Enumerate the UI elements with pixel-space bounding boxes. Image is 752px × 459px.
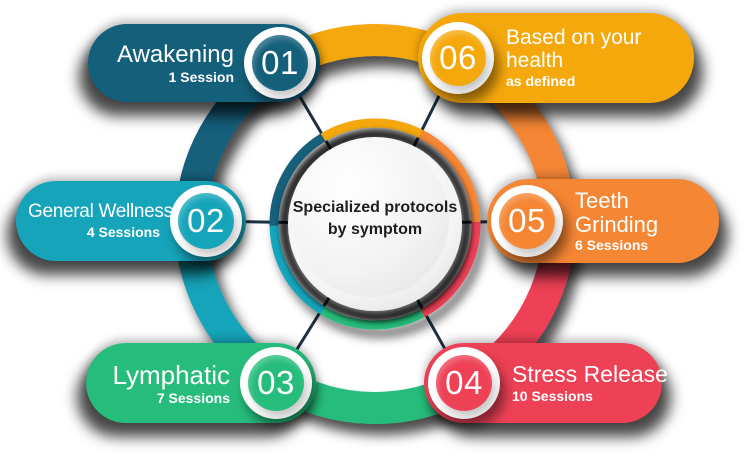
pill-awakening-number-circle: 01 (252, 35, 308, 91)
inner-ring-segment-06 (320, 118, 423, 142)
pill-awakening-subtitle: 1 Session (168, 68, 234, 85)
pill-awakening-text: Awakening 1 Session (88, 40, 244, 85)
pill-stress-release-title: Stress Release (512, 361, 668, 388)
pill-based-on-health-number: 06 (439, 39, 477, 76)
pill-general-wellness-number-circle: 02 (178, 193, 234, 249)
pill-lymphatic-subtitle: 7 Sessions (156, 389, 230, 406)
inner-ring-segment-05 (418, 129, 481, 223)
pill-general-wellness: General Wellness 4 Sessions 02 (16, 181, 246, 261)
pill-based-on-health-subtitle: as defined (506, 73, 576, 90)
pill-teeth-grinding-number-badge: 05 (491, 185, 563, 257)
pill-based-on-health-number-circle: 06 (430, 30, 486, 86)
pill-teeth-grinding-number-circle: 05 (499, 193, 555, 249)
inner-ring-segment-04 (420, 222, 481, 318)
pill-stress-release-text: Stress Release 10 Sessions (500, 361, 668, 405)
pill-teeth-grinding-number: 05 (508, 202, 546, 239)
pill-teeth-grinding: 05 Teeth Grinding 6 Sessions (487, 179, 719, 263)
inner-ring (269, 118, 481, 330)
inner-ring-segment-02 (269, 225, 326, 315)
pill-awakening-title: Awakening (117, 40, 234, 68)
pill-lymphatic-number-badge: 03 (240, 347, 312, 419)
pill-based-on-health-text: Based on your health as defined (494, 25, 694, 90)
pill-lymphatic: Lymphatic 7 Sessions 03 (86, 343, 316, 423)
pill-awakening: Awakening 1 Session 01 (88, 24, 320, 102)
pill-teeth-grinding-text: Teeth Grinding 6 Sessions (563, 189, 719, 253)
inner-ring-segment-03 (320, 306, 425, 330)
pill-stress-release-subtitle: 10 Sessions (512, 388, 593, 405)
center-shadow-ring (280, 130, 472, 322)
pill-stress-release-number-circle: 04 (436, 355, 492, 411)
pill-lymphatic-title: Lymphatic (112, 359, 230, 390)
pill-awakening-number: 01 (261, 44, 299, 81)
pill-stress-release: 04 Stress Release 10 Sessions (424, 343, 668, 423)
pill-lymphatic-number-circle: 03 (248, 355, 304, 411)
pill-general-wellness-subtitle: 4 Sessions (86, 223, 160, 240)
pill-based-on-health-title: Based on your health (506, 25, 642, 72)
pill-lymphatic-text: Lymphatic 7 Sessions (86, 361, 240, 406)
pill-stress-release-number-badge: 04 (428, 347, 500, 419)
inner-ring-segment-01 (269, 133, 326, 226)
pill-general-wellness-text: General Wellness 4 Sessions (16, 201, 173, 240)
center-title: Specialized protocols by symptom (292, 199, 458, 238)
pill-teeth-grinding-title: Teeth Grinding (575, 187, 659, 237)
pill-stress-release-number: 04 (445, 364, 483, 401)
pill-based-on-health-number-badge: 06 (422, 22, 494, 94)
pill-awakening-number-badge: 01 (244, 27, 316, 99)
pill-general-wellness-number-badge: 02 (170, 185, 242, 257)
pill-lymphatic-number: 03 (257, 364, 295, 401)
pill-general-wellness-number: 02 (187, 202, 225, 239)
pill-teeth-grinding-subtitle: 6 Sessions (575, 237, 649, 254)
center-circle-inner (293, 141, 449, 297)
pill-general-wellness-title: General Wellness (28, 201, 173, 223)
pill-based-on-health: 06 Based on your health as defined (418, 13, 694, 103)
